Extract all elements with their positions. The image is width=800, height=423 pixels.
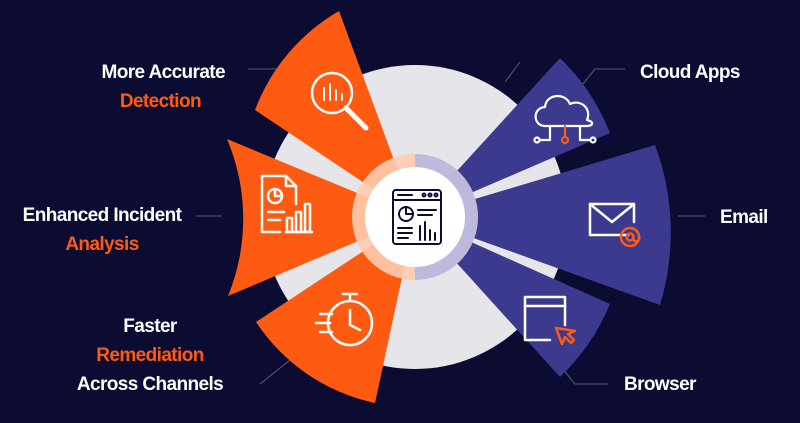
hub-core bbox=[365, 167, 465, 267]
benefit-detection-line1: More Accurate bbox=[101, 62, 226, 83]
channel-email-label: Email bbox=[720, 203, 768, 232]
benefit-analysis-line1: Enhanced Incident bbox=[22, 205, 182, 226]
sector-analysis bbox=[227, 139, 415, 296]
benefit-remediation-line2: Remediation bbox=[96, 345, 204, 366]
report-chart-icon bbox=[260, 174, 314, 234]
benefit-analysis-line2: Analysis bbox=[65, 234, 139, 255]
magnifier-chart-icon bbox=[310, 71, 369, 131]
channel-browser-text: Browser bbox=[624, 374, 696, 395]
benefit-analysis-label: Enhanced Incident Analysis bbox=[12, 201, 192, 259]
sector-email bbox=[415, 145, 671, 305]
benefit-remediation-line3: Across Channels bbox=[76, 374, 224, 395]
benefit-remediation-line1: Faster bbox=[123, 316, 177, 337]
benefit-detection-label: More Accurate Detection bbox=[101, 58, 226, 116]
benefit-remediation-label: Faster Remediation Across Channels bbox=[60, 312, 240, 399]
connector-browser bbox=[561, 367, 608, 385]
channel-browser-label: Browser bbox=[624, 370, 696, 399]
stopwatch-icon bbox=[314, 292, 374, 347]
cloud-network-icon bbox=[533, 95, 597, 145]
channel-cloud-text: Cloud Apps bbox=[640, 62, 741, 83]
channel-cloud-label: Cloud Apps bbox=[640, 58, 741, 87]
channel-email-text: Email bbox=[720, 207, 768, 228]
dashboard-icon bbox=[392, 189, 442, 245]
connector-remediation bbox=[259, 359, 291, 385]
email-icon bbox=[588, 202, 641, 248]
browser-cursor-icon bbox=[523, 295, 577, 346]
benefit-detection-line2: Detection bbox=[119, 91, 202, 112]
connector-top bbox=[504, 61, 521, 83]
sector-browser bbox=[415, 217, 610, 377]
